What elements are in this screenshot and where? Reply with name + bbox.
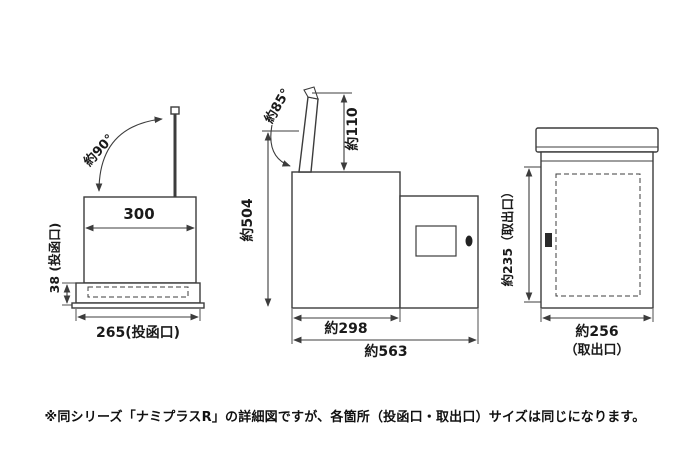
side-total-height-label: 約504 (239, 198, 256, 241)
front-slot-height-label: 38 (投函口) (47, 223, 62, 294)
front-base (75, 282, 201, 304)
rear-latch (545, 233, 552, 247)
rear-outlet-width-note-label: （取出口） (564, 342, 629, 358)
side-view (262, 86, 479, 344)
side-body-depth-label: 約298 (324, 320, 367, 337)
side-total-depth-label: 約563 (364, 343, 407, 360)
side-door-window (415, 225, 457, 257)
front-base-plate (71, 302, 205, 309)
front-view (62, 106, 205, 321)
front-body (83, 196, 197, 284)
front-slot-dashed-outline (87, 286, 189, 298)
side-body (291, 171, 401, 309)
front-width-label: 300 (123, 205, 154, 223)
front-bottom-width-label: 265(投函口) (96, 325, 180, 341)
front-angle-arc-arrow (95, 116, 163, 192)
front-angle-label: 約90° (81, 131, 118, 170)
side-angle-label: 約85° (261, 86, 294, 127)
footnote: ※同シリーズ「ナミプラスR」の詳細図ですが、各箇所（投函口・取出口）サイズは同じ… (44, 410, 646, 425)
rear-view-labels: 約235（取出口） 約256 （取出口） (500, 185, 630, 358)
rear-body (540, 151, 654, 309)
front-open-lid-cap (170, 106, 180, 115)
side-open-lid (298, 96, 319, 173)
side-lid-height-label: 約110 (344, 107, 361, 150)
rear-outlet-width-label: 約256 (575, 323, 618, 340)
rear-top-cap (535, 127, 659, 153)
rear-outlet-dashed-outline (555, 173, 641, 297)
side-angle-arc-arrow (270, 124, 291, 167)
side-open-lid-tip (303, 86, 319, 100)
side-door-panel (399, 195, 479, 309)
rear-view (524, 127, 659, 322)
rear-outlet-height-label: 約235（取出口） (500, 185, 515, 286)
side-door-knob (465, 235, 473, 247)
